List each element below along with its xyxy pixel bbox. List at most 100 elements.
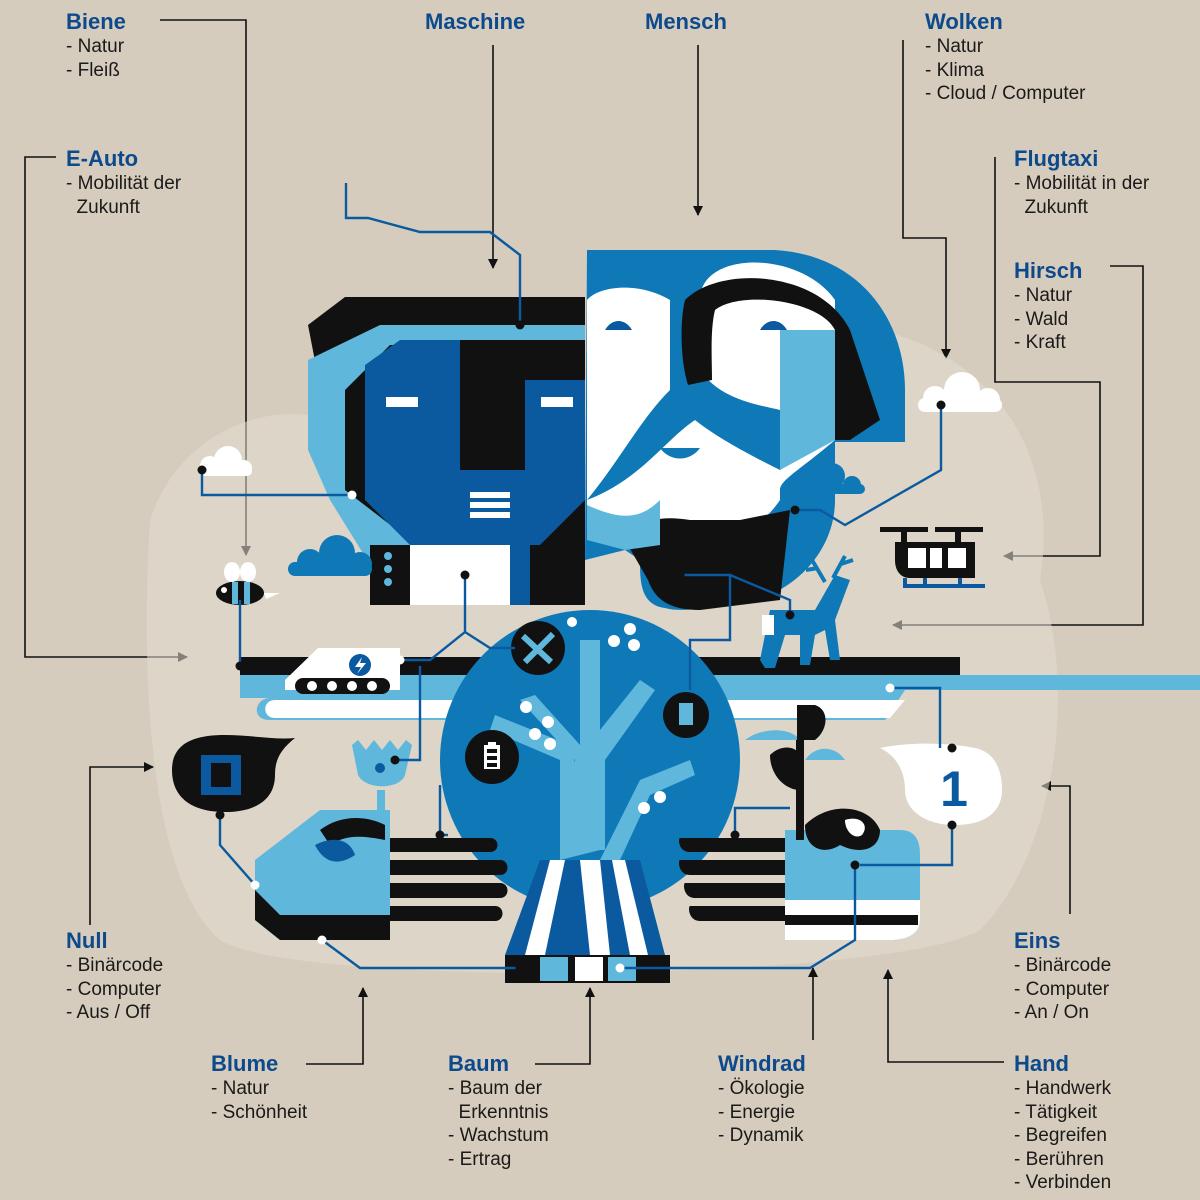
arrow-biene [160, 19, 251, 556]
machine-mouth [470, 492, 510, 498]
label-item: - An / On [1014, 1002, 1089, 1023]
label-windrad: Windrad - Ökologie- Energie- Dynamik [718, 1051, 806, 1148]
connector-cloud-right [795, 405, 943, 527]
connector-maschine [344, 183, 522, 325]
label-item: - Natur [66, 36, 125, 57]
label-mensch: Mensch [645, 9, 727, 35]
cloud-left-mid [288, 535, 372, 576]
arrow-hand [883, 969, 1004, 1063]
label-wolken: Wolken - Natur- Klima- Cloud / Computer [925, 9, 1086, 106]
arrow-eauto [24, 156, 188, 662]
connector-flower [395, 666, 422, 762]
label-baum: Baum - Baum der Erkenntnis- Wachstum- Er… [448, 1051, 549, 1171]
label-title: Windrad [718, 1051, 806, 1076]
label-item: - Cloud / Computer [925, 83, 1086, 104]
label-item: - Begreifen [1014, 1125, 1107, 1146]
connector-null [218, 815, 256, 886]
label-item: Zukunft [66, 196, 140, 218]
connector-machine-tree [400, 575, 515, 662]
label-item: - Verbinden [1014, 1172, 1112, 1193]
human-eye-left [605, 321, 632, 330]
connector-nodes [197, 320, 957, 973]
digit-one: 1 [940, 761, 968, 817]
connector-cloud-left [200, 470, 352, 497]
label-title: Eins [1014, 928, 1061, 953]
label-item: - Natur [1014, 285, 1073, 306]
digit-zero: 0 [221, 788, 222, 790]
eins-bubble: 1 [880, 743, 1002, 825]
label-item: - Energie [718, 1101, 796, 1123]
label-biene: Biene - Natur- Fleiß [66, 9, 126, 82]
human-eye-right [760, 321, 787, 330]
label-title: Blume [211, 1051, 279, 1076]
label-item: - Berühren [1014, 1148, 1104, 1170]
annotation-arrows [24, 19, 1144, 1065]
deer [760, 555, 854, 668]
bee [216, 562, 280, 605]
label-item: - Baum der [448, 1078, 542, 1099]
machine-eye-right [541, 397, 573, 407]
label-item: - Ökologie [718, 1078, 805, 1099]
label-item: - Computer [66, 978, 162, 1000]
label-item: - Mobilität der [66, 173, 182, 194]
label-item: - Natur [925, 36, 984, 57]
machine-eye-left [386, 397, 418, 407]
tree-fruits [520, 617, 666, 814]
arrow-blume [306, 987, 368, 1065]
connector-windrad [733, 806, 790, 835]
label-title: Biene [66, 9, 126, 34]
clouds [200, 372, 1002, 576]
label-item: - Fleiß [66, 59, 120, 81]
label-item: - Natur [211, 1078, 270, 1099]
label-item: Zukunft [1014, 196, 1088, 218]
arrow-eins [1041, 781, 1071, 914]
label-item: - Binärcode [66, 955, 164, 976]
flugtaxi [880, 527, 985, 588]
e-auto [285, 648, 400, 694]
connector-bottom-left [321, 939, 520, 970]
label-flugtaxi: Flugtaxi - Mobilität in der Zukunft [1014, 146, 1149, 219]
label-title: E-Auto [66, 146, 139, 171]
windrad [745, 705, 845, 840]
label-hirsch: Hirsch - Natur- Wald- Kraft [1014, 258, 1082, 355]
label-item: - Binärcode [1014, 955, 1112, 976]
human-mouth [660, 448, 700, 459]
label-title: Maschine [425, 9, 526, 34]
label-item: - Computer [1014, 978, 1110, 1000]
hand-left [255, 810, 508, 940]
label-title: Mensch [645, 9, 727, 34]
label-item: - Handwerk [1014, 1078, 1112, 1099]
label-item: - Aus / Off [66, 1002, 151, 1023]
label-hand: Hand - Handwerk- Tätigkeit- Begreifen- B… [1014, 1051, 1111, 1195]
label-maschine: Maschine [425, 9, 525, 35]
machine-head [308, 297, 585, 605]
human-head [585, 250, 905, 610]
label-eauto: E-Auto - Mobilität der Zukunft [66, 146, 181, 219]
label-item: - Kraft [1014, 332, 1066, 353]
cloud-top-left [200, 446, 252, 476]
label-title: Flugtaxi [1014, 146, 1099, 171]
label-item: - Tätigkeit [1014, 1101, 1098, 1123]
connector-human [680, 573, 792, 690]
label-item: - Wald [1014, 308, 1069, 330]
label-item: - Mobilität in der [1014, 173, 1150, 194]
connector-eins [890, 686, 942, 748]
null-bubble: 0 [172, 735, 295, 812]
label-title: Hirsch [1014, 258, 1083, 283]
arrow-wolken [902, 40, 951, 359]
label-title: Hand [1014, 1051, 1069, 1076]
label-eins: Eins - Binärcode- Computer- An / On [1014, 928, 1111, 1025]
label-null: Null - Binärcode- Computer- Aus / Off [66, 928, 163, 1025]
label-blume: Blume - Natur- Schönheit [211, 1051, 307, 1124]
label-item: Erkenntnis [448, 1101, 549, 1123]
connector-bottom-right [620, 865, 857, 970]
tree [440, 610, 740, 983]
label-item: - Ertrag [448, 1148, 512, 1170]
label-title: Wolken [925, 9, 1003, 34]
arrow-null [89, 762, 154, 925]
label-item: - Schönheit [211, 1101, 308, 1123]
arrow-baum [535, 987, 595, 1065]
connector-eins-hand [860, 825, 954, 867]
label-title: Baum [448, 1051, 510, 1076]
